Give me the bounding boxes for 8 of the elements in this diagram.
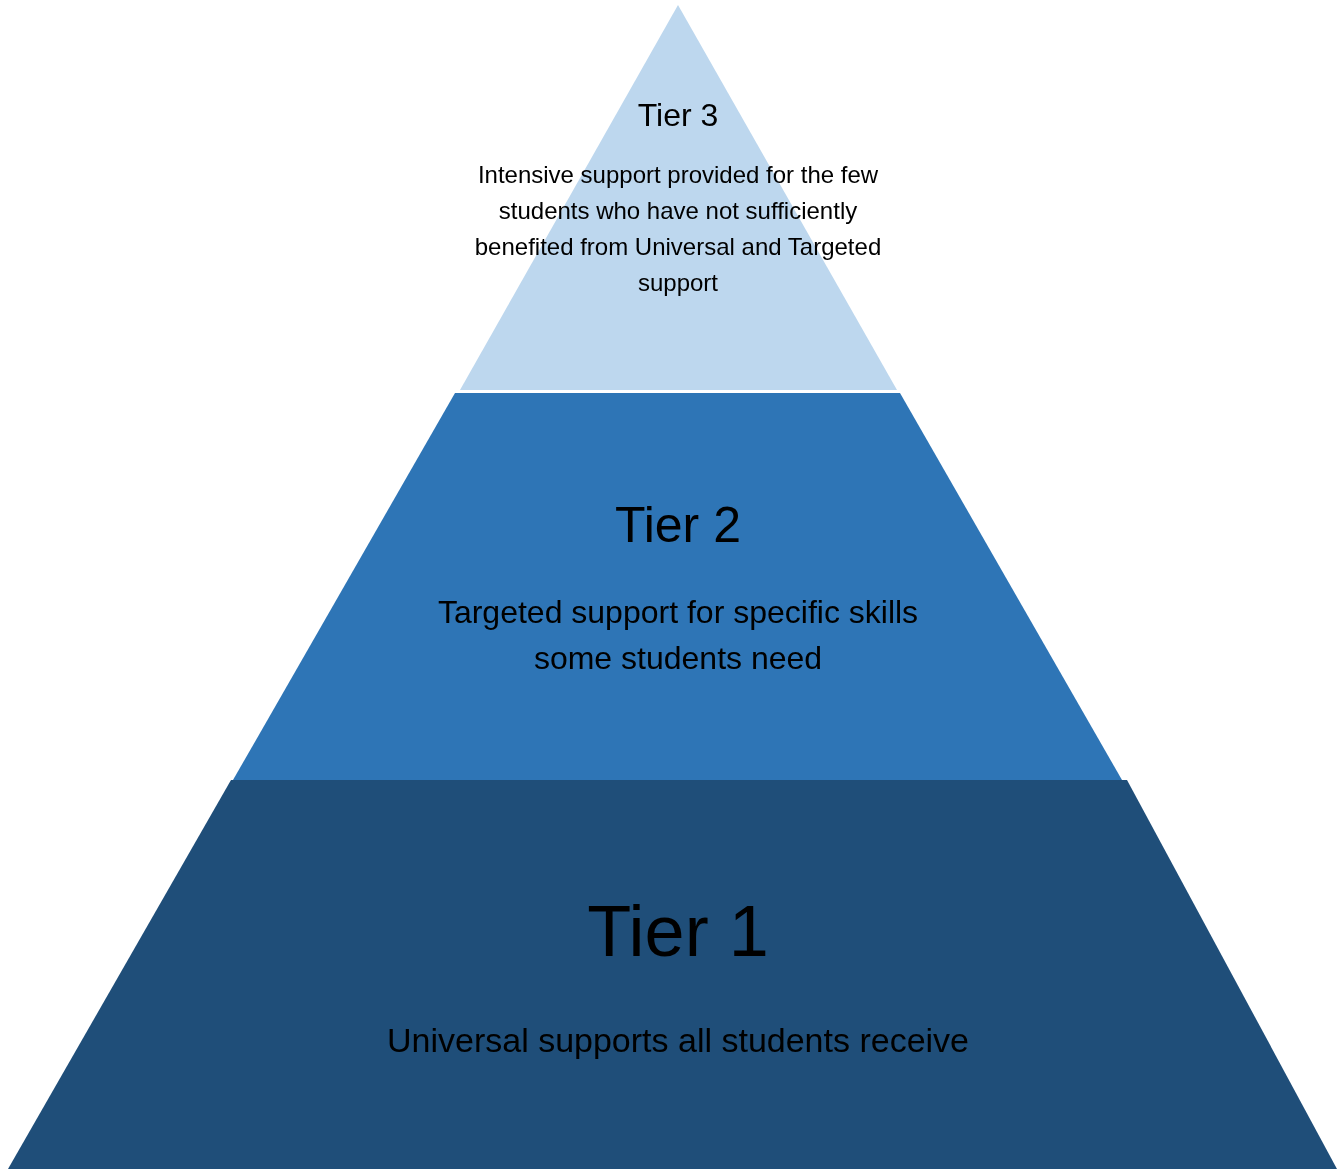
tier-description: Universal supports all students receive	[385, 1020, 971, 1061]
tier-title: Tier 2	[614, 496, 742, 555]
tier-description: Intensive support provided for the few students who have not sufficiently benefited from Universal and Targeted support	[473, 160, 883, 298]
tier-description: Targeted support for specific skills some students need	[436, 593, 920, 678]
tier-title: Tier 3	[636, 96, 720, 134]
pyramid-tier	[231, 393, 1124, 781]
pyramid-tier	[8, 780, 1337, 1169]
tier-title: Tier 1	[586, 890, 770, 973]
